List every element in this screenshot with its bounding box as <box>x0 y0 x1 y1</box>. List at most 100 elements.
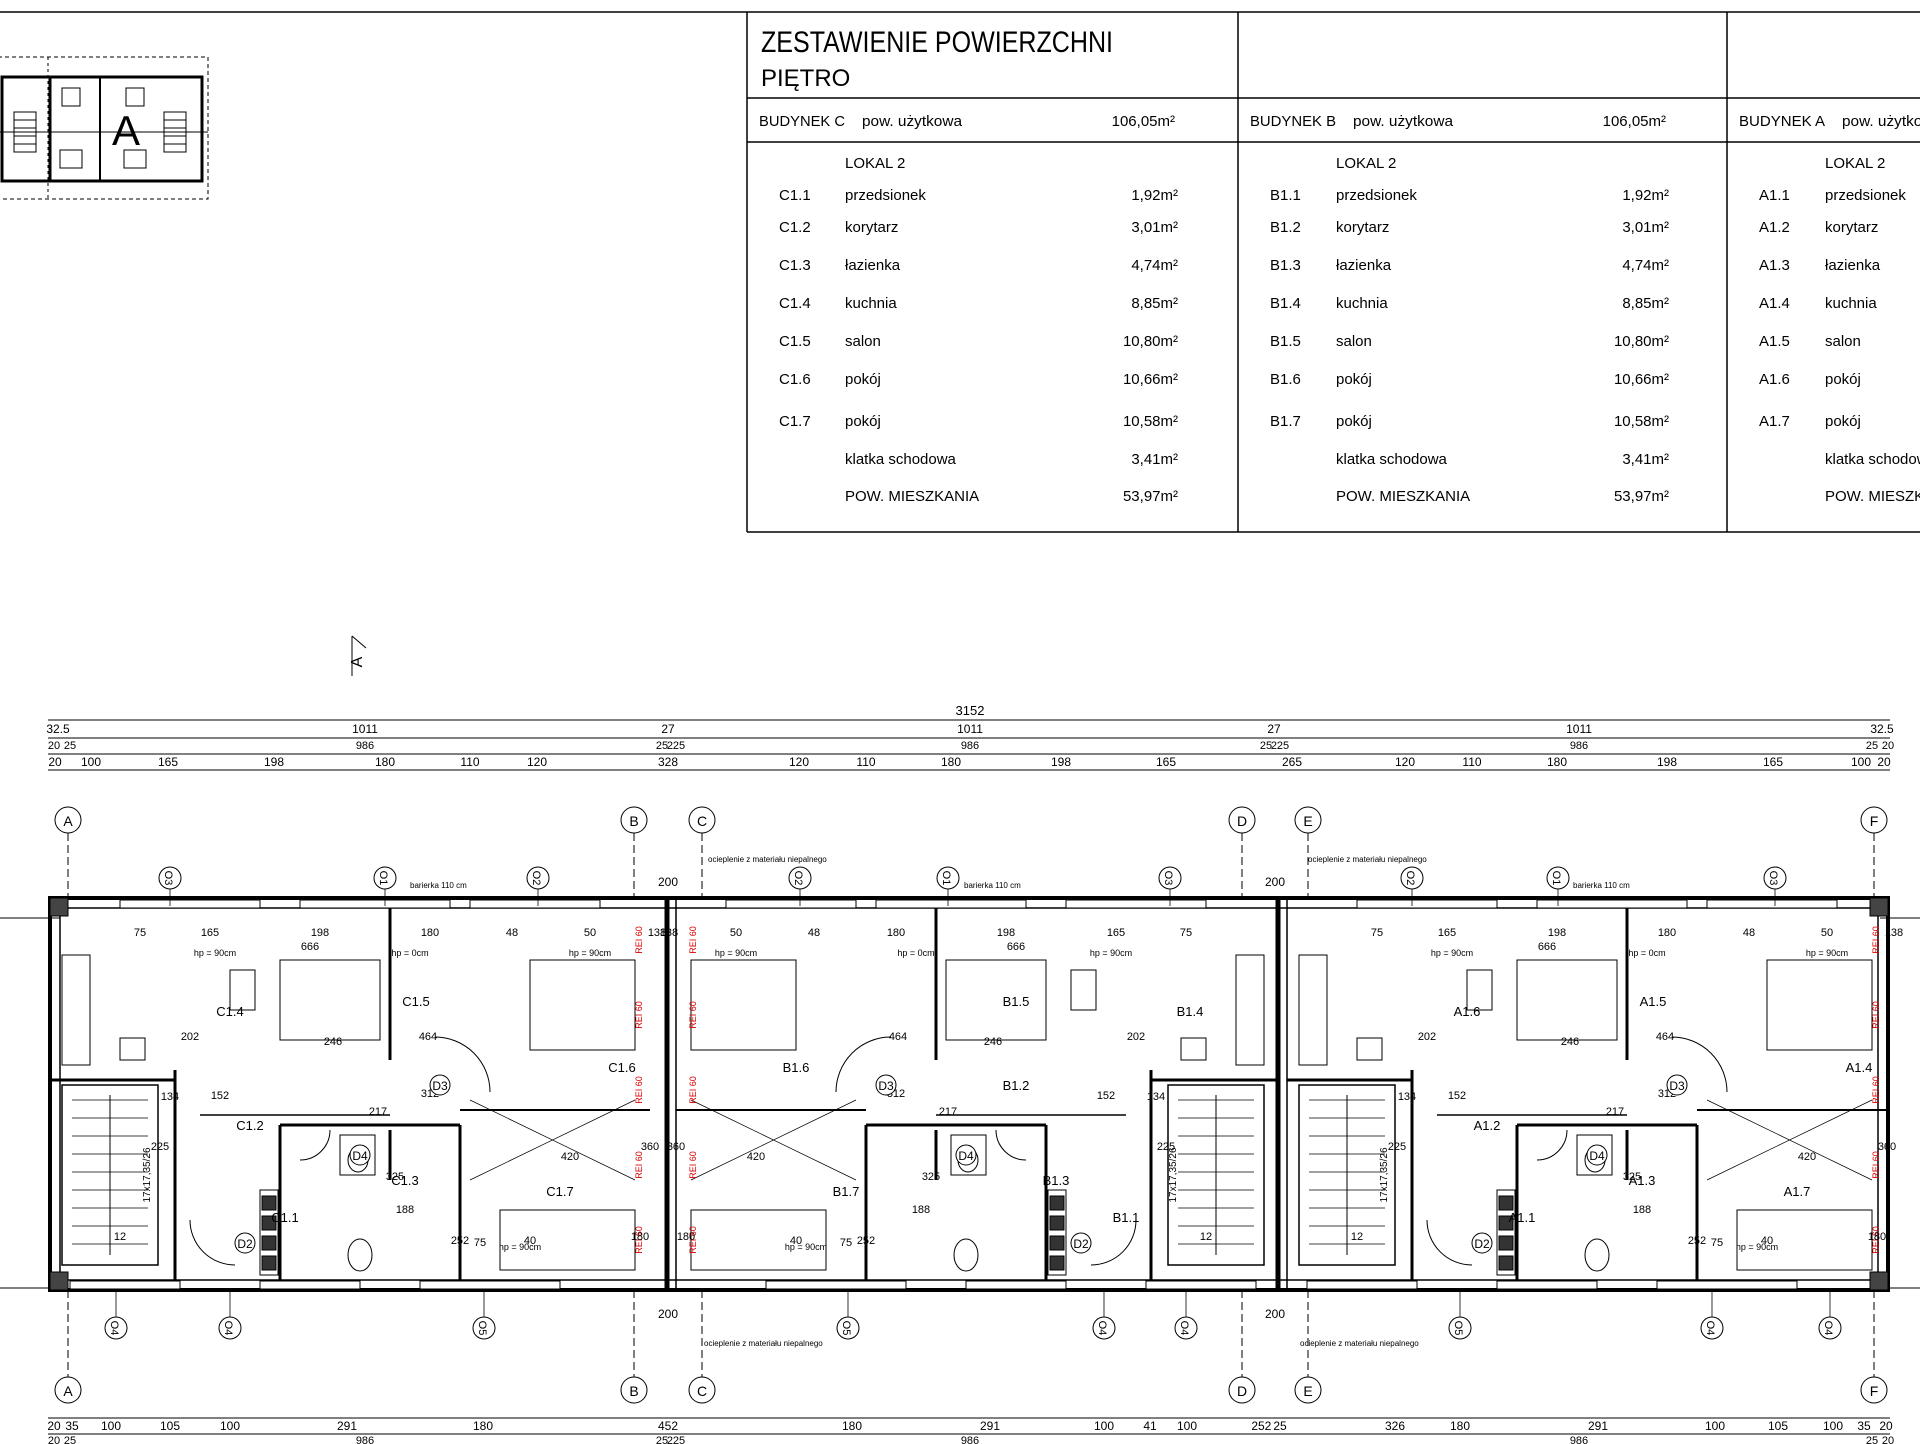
vent-duct <box>1498 1255 1514 1271</box>
inner-dim-text: 225 <box>1388 1141 1406 1153</box>
dim-text: 198 <box>264 755 284 769</box>
door-tag-bubble <box>349 1144 371 1166</box>
room-id: B1.2 <box>1270 219 1301 236</box>
section-label: A <box>349 656 366 667</box>
sill-note: hp = 90cm <box>1090 948 1132 958</box>
room-tag: C1.3 <box>391 1173 418 1188</box>
room-name: klatka schodowa <box>1336 451 1448 468</box>
stair-label: 17x17,35/26 <box>1379 1147 1390 1202</box>
room-area: 1,92m² <box>1622 187 1669 204</box>
inner-dim-text: 134 <box>161 1091 179 1103</box>
door-tag: D2 <box>1474 1237 1490 1251</box>
inner-dim-text: 138 <box>1885 927 1903 939</box>
bottom-dim-text: 291 <box>1588 1419 1608 1433</box>
room-area: 10,80m² <box>1614 333 1669 350</box>
room-name: łazienka <box>1825 257 1881 274</box>
door-swing <box>1671 1036 1728 1093</box>
door-tag: D2 <box>1073 1237 1089 1251</box>
bottom-dim-text: 100 <box>101 1419 121 1433</box>
inner-dim-text: 217 <box>939 1106 957 1118</box>
inner-dim-text: 252 <box>857 1235 875 1247</box>
inner-dim-text: 217 <box>369 1106 387 1118</box>
room-id: C1.3 <box>779 257 811 274</box>
room-tag: A1.1 <box>1509 1210 1536 1225</box>
dim-text: 20 <box>48 740 60 752</box>
axis-label-top: B <box>629 813 638 829</box>
room-name: POW. MIESZKANIA <box>1825 488 1920 505</box>
fire-rating-label: REI 60 <box>1871 926 1881 954</box>
bed <box>499 1209 636 1271</box>
dim-text: 165 <box>158 755 178 769</box>
door-tag: D3 <box>1669 1079 1685 1093</box>
window <box>725 899 857 909</box>
bed <box>1766 959 1873 1051</box>
inner-dim-text: 152 <box>211 1090 229 1102</box>
sofa <box>279 959 381 1041</box>
window-tag-bottom: O4 <box>222 1321 234 1336</box>
bottom-dim-text: 180 <box>473 1419 493 1433</box>
window <box>259 1280 361 1290</box>
inner-dim-text: 325 <box>1623 1171 1641 1183</box>
inner-dim-text: 252 <box>1688 1235 1706 1247</box>
insulation-note: ocieplenie z materiału niepalnego <box>1300 1339 1419 1348</box>
window <box>1656 1280 1798 1290</box>
vent-shaft <box>259 1189 279 1276</box>
window-tag-bottom: O4 <box>108 1321 120 1336</box>
inner-dim-text: 252 <box>451 1235 469 1247</box>
stair-box <box>1298 1084 1396 1266</box>
axis-label-bottom: F <box>1870 1383 1879 1399</box>
room-name: salon <box>1825 333 1861 350</box>
inner-dim-text: 360 <box>667 1141 685 1153</box>
door-swing <box>1090 1219 1137 1266</box>
inner-dim-text: 48 <box>1743 927 1755 939</box>
dim-text: 110 <box>856 755 875 769</box>
building-inner-line <box>59 907 1879 1281</box>
toilet-icon <box>1584 1238 1610 1272</box>
inner-dim-text: 666 <box>1538 941 1556 953</box>
window <box>875 899 1027 909</box>
inner-dim-text: 666 <box>301 941 319 953</box>
bottom-dim-text: 20 <box>1879 1419 1893 1433</box>
fire-rating-label: REI 60 <box>688 1076 698 1104</box>
inner-dim-text: 152 <box>1448 1090 1466 1102</box>
dim-text: 1011 <box>1566 722 1592 736</box>
inner-dim-text: 464 <box>889 1031 907 1043</box>
room-tag: C1.5 <box>402 994 429 1009</box>
door-tag-bubble <box>1666 1074 1688 1096</box>
room-name: kuchnia <box>1336 295 1388 312</box>
window-tag-bottom: O4 <box>1096 1321 1108 1336</box>
dim-text: 225 <box>1271 740 1289 752</box>
bed <box>1736 1209 1873 1271</box>
vent-duct <box>261 1195 277 1211</box>
vent-duct <box>261 1255 277 1271</box>
window <box>1496 1280 1598 1290</box>
inner-dim-text: 360 <box>1878 1141 1896 1153</box>
room-tag: B1.4 <box>1177 1004 1204 1019</box>
door-swing <box>299 1129 331 1161</box>
vent-duct <box>1049 1195 1065 1211</box>
axis-label-top: A <box>63 813 73 829</box>
toilet-icon <box>347 1238 373 1272</box>
room-id: C1.4 <box>779 295 811 312</box>
room-name: przedsionek <box>1336 187 1417 204</box>
axis-label-top: D <box>1237 813 1247 829</box>
door-swing <box>835 1036 892 1093</box>
dim-text: 25 <box>1260 740 1272 752</box>
inner-dim-text: 12 <box>1200 1231 1212 1243</box>
sill-note: hp = 0cm <box>391 948 428 958</box>
stair-box <box>61 1084 159 1266</box>
inner-dim-text: 134 <box>1398 1091 1416 1103</box>
room-area: 3,01m² <box>1622 219 1669 236</box>
door-tag: D4 <box>1589 1149 1605 1163</box>
bottom-dim-text2: 25 <box>1866 1435 1878 1444</box>
dim-text: 20 <box>1882 740 1894 752</box>
bottom-dim-text2: 986 <box>961 1435 979 1444</box>
window <box>1356 899 1498 909</box>
dim-text: 180 <box>941 755 961 769</box>
door-tag: D4 <box>352 1149 368 1163</box>
dim-text: 100 <box>1851 755 1871 769</box>
room-tag: A1.7 <box>1784 1184 1811 1199</box>
building-total-area: 106,05m² <box>1603 113 1666 130</box>
dim-text: 986 <box>1570 740 1588 752</box>
